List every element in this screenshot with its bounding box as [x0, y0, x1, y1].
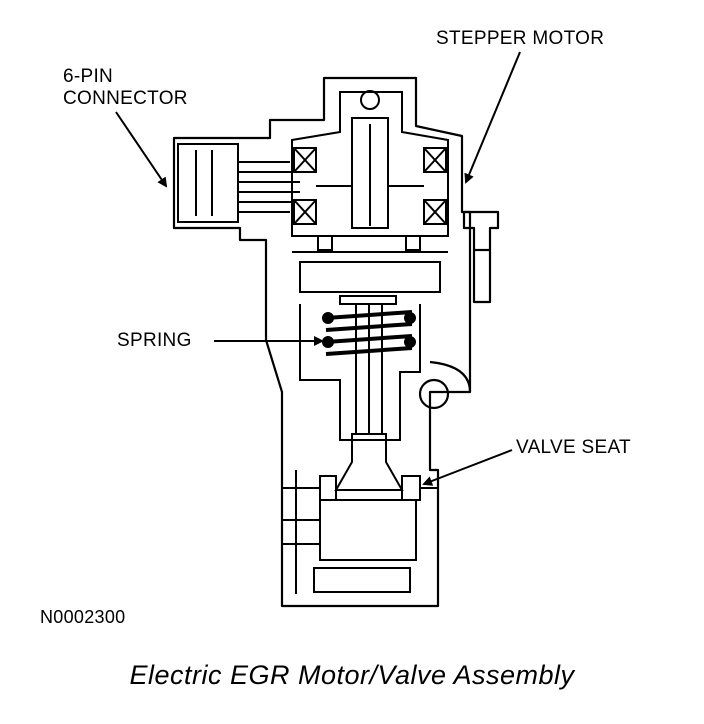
connector-arrow — [115, 111, 168, 188]
valve-seat — [319, 475, 337, 501]
connector-label: 6-PIN CONNECTOR — [63, 66, 188, 110]
housing-outline — [172, 76, 472, 608]
figure-caption: Electric EGR Motor/Valve Assembly — [129, 660, 575, 690]
connector-body — [177, 143, 300, 223]
valve-seat-label: VALVE SEAT — [516, 437, 631, 458]
outlet-port — [313, 567, 411, 593]
valve-head — [334, 433, 404, 491]
valve-seat-arrow — [422, 449, 513, 486]
stepper-motor-assembly — [291, 90, 449, 293]
spring-label: SPRING — [117, 330, 192, 351]
stepper-motor-label: STEPPER MOTOR — [436, 28, 605, 49]
connector-label-line2: CONNECTOR — [63, 88, 188, 109]
mounting-bolt — [462, 210, 500, 304]
mounting-hole — [418, 378, 450, 410]
stepper-motor-arrow — [464, 51, 521, 184]
figure-code: N0002300 — [40, 607, 126, 627]
connector-label-line1: 6-PIN — [63, 66, 114, 87]
